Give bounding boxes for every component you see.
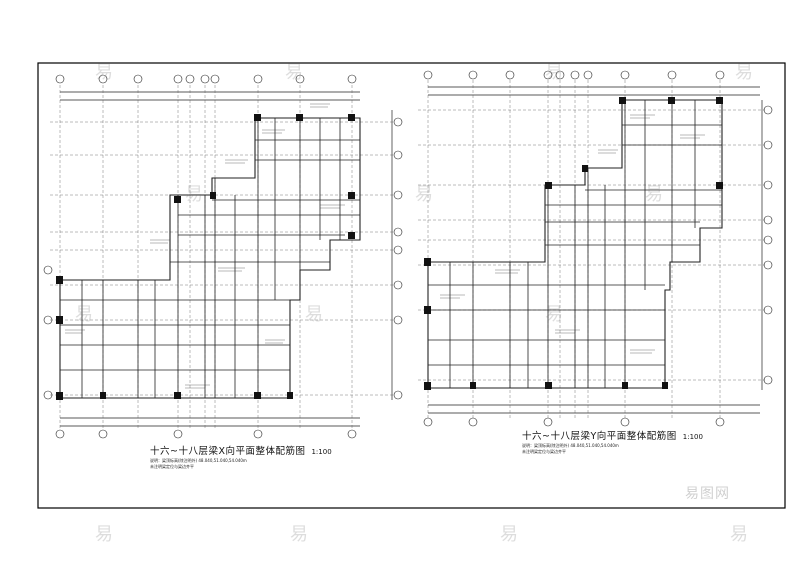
drawing-notes-left: 说明：梁顶标高(除注明外) 48.040,51.040,54.040m 未注明梁…: [150, 458, 247, 469]
watermark-glyph: 易: [730, 524, 748, 545]
note-line: 未注明梁定位与梁边齐平: [522, 448, 566, 454]
note-line: 说明：梁顶标高(除注明外) 48.040,51.040,54.040m: [150, 458, 247, 463]
watermark-glyph: 易: [95, 524, 113, 545]
watermark-glyph: 易: [185, 184, 203, 205]
drawing-scale: 1:100: [311, 448, 332, 456]
watermark-glyph: 易: [285, 62, 303, 83]
note-line: 说明：梁顶标高(除注明外) 48.040,51.040,54.040m: [522, 443, 619, 448]
watermark-glyph: 易: [95, 62, 113, 83]
watermark-glyph: 易: [545, 304, 563, 325]
watermark-glyph: 易: [305, 304, 323, 325]
watermark-glyph: 易: [645, 184, 663, 205]
watermark-glyph: 易: [545, 62, 563, 83]
watermark-glyph: 易: [415, 184, 433, 205]
watermark-glyph: 易: [290, 524, 308, 545]
sheet-border: [37, 62, 786, 509]
watermark-brand: 易图网: [685, 486, 730, 502]
drawing-title-left: 十六~十八层梁X向平面整体配筋图 1:100: [150, 443, 332, 457]
beam-plan-y: [418, 70, 773, 427]
watermark-glyph: 易: [75, 304, 93, 325]
drawing-scale: 1:100: [682, 433, 703, 441]
drawing-title-right: 十六~十八层梁Y向平面整体配筋图 1:100: [522, 428, 703, 442]
beam-plan-x: [43, 74, 403, 439]
drawing-title-text: 十六~十八层梁Y向平面整体配筋图: [522, 431, 677, 442]
watermark-glyph: 易: [500, 524, 518, 545]
drawing-notes-right: 说明：梁顶标高(除注明外) 48.040,51.040,54.040m 未注明梁…: [522, 443, 619, 454]
watermark-glyph: 易: [735, 62, 753, 83]
drawing-title-text: 十六~十八层梁X向平面整体配筋图: [150, 446, 306, 457]
note-line: 未注明梁定位与梁边齐平: [150, 463, 194, 469]
